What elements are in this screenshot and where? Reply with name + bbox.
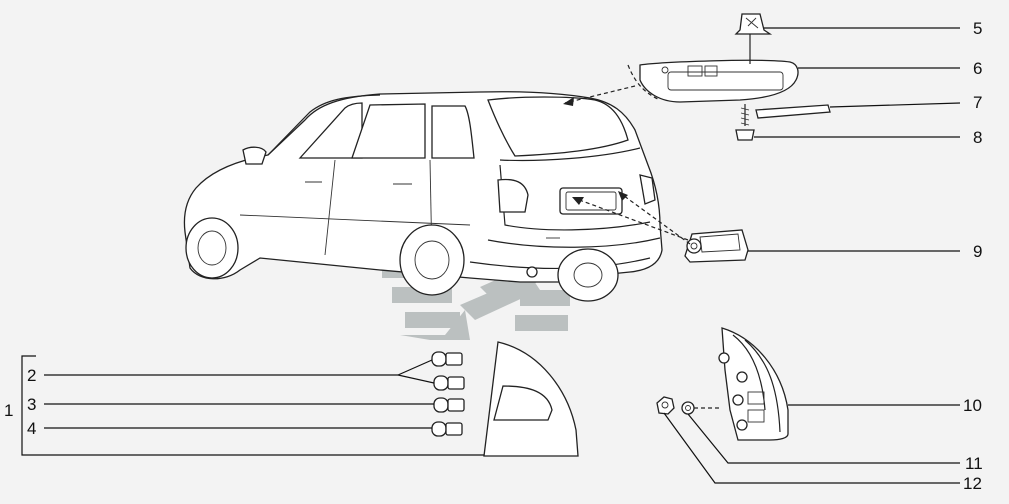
callout-labels: 1 2 3 4 5 6 7 8 9 10 11 12 bbox=[4, 19, 983, 493]
callout-1: 1 bbox=[4, 401, 13, 420]
callout-5: 5 bbox=[973, 19, 982, 38]
tail-lamp-housing-group bbox=[656, 327, 789, 441]
bulb-2a bbox=[431, 351, 463, 367]
car-station-wagon bbox=[183, 91, 663, 302]
callout-9: 9 bbox=[973, 242, 982, 261]
callout-7: 7 bbox=[973, 93, 982, 112]
leader-lines bbox=[21, 27, 961, 484]
plate-lamp-assembly bbox=[572, 191, 749, 263]
bulb-3 bbox=[433, 397, 465, 413]
callout-8: 8 bbox=[973, 128, 982, 147]
callout-11: 11 bbox=[965, 454, 983, 473]
callout-12: 12 bbox=[963, 474, 982, 493]
callout-4: 4 bbox=[27, 419, 36, 438]
callout-2: 2 bbox=[27, 366, 36, 385]
rear-lamp-lens-group bbox=[431, 341, 579, 457]
callout-6: 6 bbox=[973, 59, 982, 78]
bulb-2b bbox=[433, 375, 465, 391]
bulb-4 bbox=[431, 421, 463, 437]
high-stop-lamp-assembly bbox=[563, 13, 831, 141]
callout-3: 3 bbox=[27, 395, 36, 414]
callout-10: 10 bbox=[963, 396, 982, 415]
